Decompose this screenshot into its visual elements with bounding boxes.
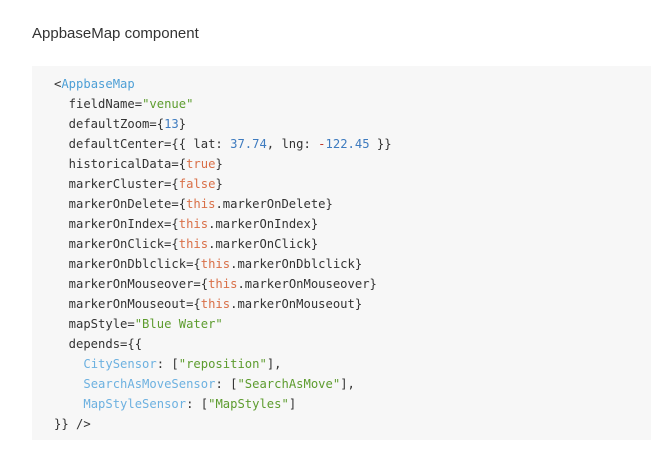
code-keyword: this: [200, 257, 231, 271]
code-text: historicalData={: [54, 157, 187, 171]
code-line: markerOnDblclick={this.markerOnDblclick}: [54, 254, 392, 274]
code-text: markerOnDblclick={: [54, 257, 201, 271]
code-keyword: this: [178, 237, 209, 251]
code-number: 37.74: [230, 137, 267, 151]
code-text: markerOnMouseover={: [54, 277, 209, 291]
code-line: historicalData={true}: [54, 154, 392, 174]
code-keyword: true: [186, 157, 216, 171]
code-line: markerOnMouseover={this.markerOnMouseove…: [54, 274, 392, 294]
code-text: <: [54, 77, 62, 91]
code-listing: <AppbaseMap fieldName="venue" defaultZoo…: [54, 74, 392, 434]
code-text: }: [215, 157, 223, 171]
code-text: .markerOnClick}: [208, 237, 319, 251]
code-text: .markerOnIndex}: [208, 217, 319, 231]
code-text: : [: [215, 377, 238, 391]
code-text: fieldName=: [54, 97, 143, 111]
code-text: }: [178, 117, 187, 131]
code-line: mapStyle="Blue Water": [54, 314, 392, 334]
code-line: markerCluster={false}: [54, 174, 392, 194]
code-line: SearchAsMoveSensor: ["SearchAsMove"],: [54, 374, 392, 394]
code-keyword: this: [200, 297, 231, 311]
code-line: CitySensor: ["reposition"],: [54, 354, 392, 374]
code-text: markerOnMouseout={: [54, 297, 201, 311]
code-string: "venue": [142, 97, 194, 111]
code-text: mapStyle=: [54, 317, 135, 331]
code-line: markerOnMouseout={this.markerOnMouseout}: [54, 294, 392, 314]
code-text: markerOnDelete={: [54, 197, 187, 211]
code-line: fieldName="venue": [54, 94, 392, 114]
code-text: markerOnClick={: [54, 237, 179, 251]
code-property: MapStyleSensor: [83, 397, 187, 411]
code-text: .markerOnDblclick}: [230, 257, 363, 271]
code-string: "MapStyles": [208, 397, 289, 411]
code-line: markerOnDelete={this.markerOnDelete}: [54, 194, 392, 214]
code-text: : [: [186, 397, 209, 411]
code-text: }: [215, 177, 223, 191]
code-text: ],: [266, 357, 282, 371]
code-operator: -: [318, 137, 326, 151]
code-text: defaultZoom={: [54, 117, 165, 131]
code-text: ],: [340, 377, 355, 391]
code-block: <AppbaseMap fieldName="venue" defaultZoo…: [32, 66, 651, 440]
code-string: "SearchAsMove": [237, 377, 341, 391]
code-text: defaultCenter={{ lat:: [54, 137, 231, 151]
code-text: ]: [288, 397, 297, 411]
code-keyword: this: [178, 217, 209, 231]
code-text: [54, 357, 83, 371]
code-number: 122.45: [325, 137, 370, 151]
code-text: [54, 397, 83, 411]
code-keyword: false: [178, 177, 216, 191]
code-string: "reposition": [178, 357, 267, 371]
code-keyword: this: [208, 277, 238, 291]
code-tag-name: AppbaseMap: [61, 77, 135, 91]
code-text: .markerOnMouseover}: [237, 277, 377, 291]
section-heading: AppbaseMap component: [32, 25, 199, 42]
code-text: }}: [369, 137, 392, 151]
code-text: , lng:: [266, 137, 319, 151]
code-text: .markerOnDelete}: [215, 197, 333, 211]
code-string: "Blue Water": [134, 317, 223, 331]
code-text: : [: [156, 357, 179, 371]
code-line: markerOnIndex={this.markerOnIndex}: [54, 214, 392, 234]
code-text: markerOnIndex={: [54, 217, 179, 231]
code-line: defaultCenter={{ lat: 37.74, lng: -122.4…: [54, 134, 392, 154]
code-line: MapStyleSensor: ["MapStyles"]: [54, 394, 392, 414]
code-line: }} />: [54, 414, 392, 434]
code-text: depends={{: [54, 337, 143, 351]
code-text: markerCluster={: [54, 177, 179, 191]
code-property: SearchAsMoveSensor: [83, 377, 216, 391]
code-number: 13: [164, 117, 179, 131]
code-text: [54, 377, 83, 391]
code-line: markerOnClick={this.markerOnClick}: [54, 234, 392, 254]
code-line: <AppbaseMap: [54, 74, 392, 94]
code-keyword: this: [186, 197, 216, 211]
code-text: }} />: [54, 417, 91, 431]
code-line: depends={{: [54, 334, 392, 354]
code-line: defaultZoom={13}: [54, 114, 392, 134]
code-property: CitySensor: [83, 357, 157, 371]
code-text: .markerOnMouseout}: [230, 297, 363, 311]
